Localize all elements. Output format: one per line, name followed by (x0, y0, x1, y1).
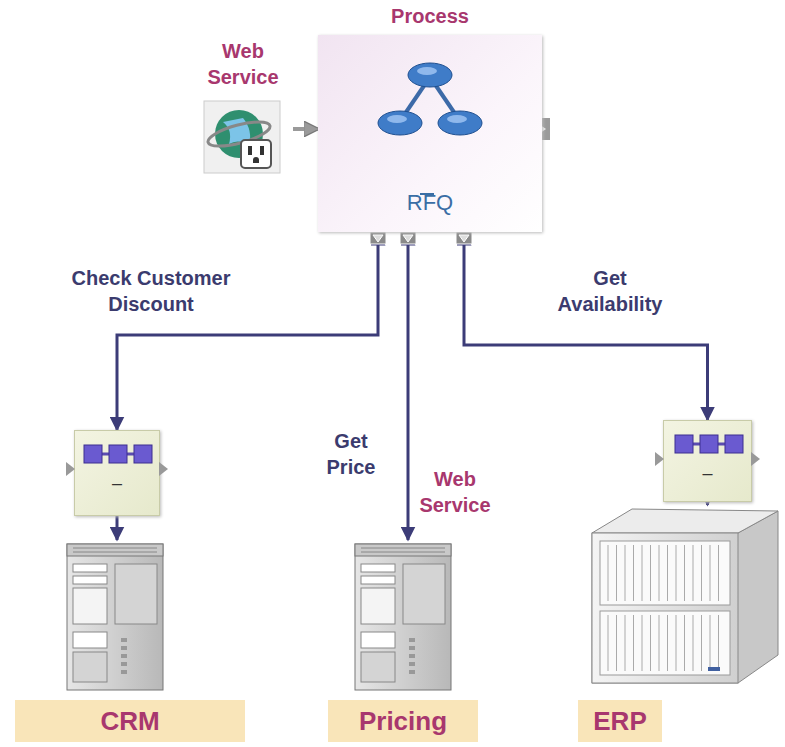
connector (116, 516, 119, 540)
process-name: RFQ (318, 190, 542, 216)
adapter-icon (674, 433, 744, 459)
connector (293, 127, 318, 131)
protocol-label: Web Service (412, 466, 498, 518)
process-heading: Process (318, 5, 542, 28)
connector (117, 232, 378, 430)
system-label-band: Pricing (328, 700, 478, 742)
server-node: ERP (578, 505, 780, 742)
adapter-port-in (66, 462, 75, 480)
system-name: CRM (100, 706, 159, 737)
adapter-port-out (751, 452, 760, 470)
server-tower (65, 542, 165, 696)
adapter-node: – (66, 430, 168, 516)
process-ports (370, 232, 472, 244)
process-node: ProcessRFQ (318, 5, 542, 232)
ws-node: Web Service (193, 38, 293, 176)
server-node: Pricing (328, 540, 478, 742)
adapter-port-in (655, 452, 664, 470)
adapter-box: – (74, 430, 160, 516)
system-label-band: ERP (578, 700, 662, 742)
system-name: Pricing (359, 706, 447, 737)
server-node: CRM (15, 540, 245, 742)
server-rack (588, 505, 780, 691)
adapter-port-out (159, 462, 168, 480)
system-name: ERP (593, 706, 646, 737)
connector (706, 502, 709, 505)
connector (464, 232, 708, 420)
web-service-icon (203, 100, 281, 178)
process-box: RFQ (318, 35, 542, 232)
connector (407, 232, 410, 540)
adapter-icon (83, 443, 153, 469)
server-tower (353, 542, 453, 696)
process-icon (375, 55, 485, 149)
edge-label: Get Price (316, 428, 386, 480)
adapter-node: – (655, 420, 760, 502)
adapter-name: – (664, 463, 751, 484)
edge-label: Check Customer Discount (56, 265, 246, 317)
adapter-name: – (75, 473, 159, 494)
adapter-box: – (663, 420, 752, 502)
service-label: Web Service (193, 38, 293, 90)
edge-label: Get Availability (545, 265, 675, 317)
system-label-band: CRM (15, 700, 245, 742)
